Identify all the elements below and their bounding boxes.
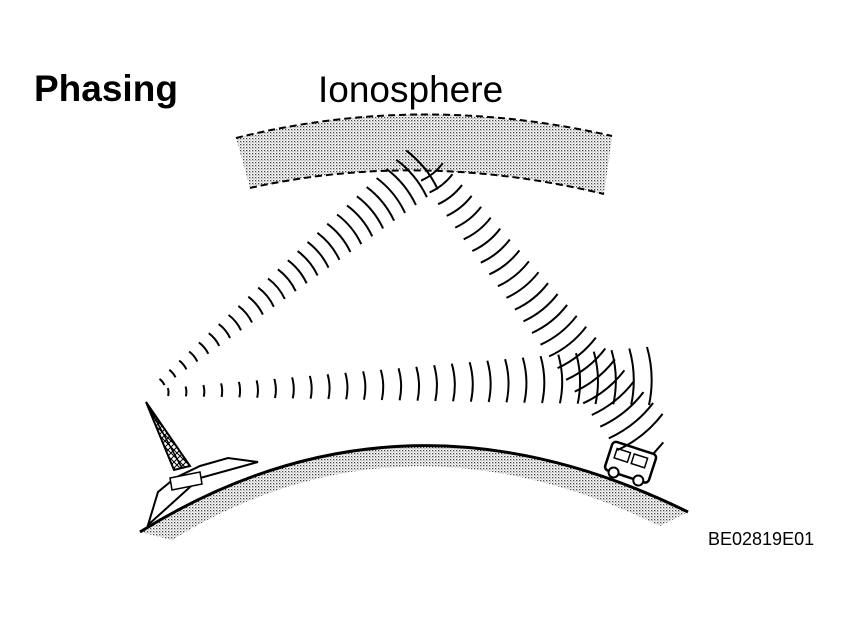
upgoing-wavefront bbox=[168, 369, 177, 378]
upgoing-wavefront bbox=[188, 350, 199, 363]
upgoing-wavefront bbox=[297, 250, 319, 276]
direct-wavefront bbox=[291, 377, 295, 399]
reflected-wavefront bbox=[505, 271, 540, 299]
reflected-wavefront bbox=[582, 369, 626, 405]
reflected-wavefront bbox=[591, 380, 635, 416]
reflected-wavefront bbox=[616, 413, 664, 452]
reflected-wavefront bbox=[514, 282, 549, 311]
reflected-wavefront bbox=[429, 173, 454, 194]
earth-outline bbox=[139, 444, 689, 534]
direct-wavefront bbox=[486, 360, 492, 403]
upgoing-wavefront bbox=[198, 341, 210, 355]
direct-wavefront bbox=[539, 355, 546, 404]
figure-code: BE02819E01 bbox=[708, 529, 815, 549]
car-icon bbox=[603, 440, 665, 487]
upgoing-wavefront bbox=[336, 213, 363, 245]
reflected-wavefront bbox=[488, 249, 521, 276]
direct-wavefront bbox=[273, 378, 277, 399]
upgoing-wavefront bbox=[218, 323, 232, 339]
reflected-wavefront bbox=[454, 206, 482, 229]
direct-wavefront bbox=[166, 387, 170, 397]
upgoing-wavefront bbox=[395, 158, 428, 198]
ionosphere-label: Ionosphere bbox=[318, 69, 504, 110]
direct-wavefront bbox=[628, 348, 635, 405]
direct-wavefront bbox=[504, 358, 510, 403]
upgoing-wavefront bbox=[356, 195, 385, 229]
upgoing-wavefront bbox=[346, 204, 374, 237]
direct-wavefront bbox=[379, 369, 385, 401]
reflected-wavefront bbox=[471, 227, 501, 252]
reflected-wavefront bbox=[531, 304, 568, 334]
reflected-wavefront bbox=[523, 293, 559, 323]
direct-wavefront bbox=[610, 349, 617, 405]
direct-wavefront bbox=[433, 364, 438, 402]
direct-wavefront bbox=[575, 352, 582, 404]
direct-wavefront bbox=[362, 371, 367, 400]
direct-wavefront bbox=[646, 346, 653, 406]
direct-wavefront bbox=[220, 383, 224, 398]
direct-wavefront bbox=[344, 372, 349, 400]
reflected-wavefront bbox=[565, 347, 607, 381]
direct-wavefront bbox=[184, 386, 188, 397]
ionosphere-lower-edge bbox=[249, 169, 605, 195]
upgoing-wavefront bbox=[376, 177, 406, 214]
upgoing-wavefront bbox=[287, 259, 308, 284]
direct-ground-wave bbox=[166, 346, 653, 406]
reflected-wavefront bbox=[437, 184, 463, 206]
direct-wavefront bbox=[308, 375, 313, 399]
upgoing-wavefront bbox=[366, 186, 396, 222]
upgoing-wavefront bbox=[316, 232, 341, 261]
upgoing-wavefront bbox=[405, 149, 439, 190]
direct-wavefront bbox=[557, 354, 564, 404]
direct-wavefront bbox=[521, 357, 528, 403]
reflected-wavefront bbox=[497, 260, 530, 288]
upgoing-wavefront bbox=[247, 295, 264, 316]
ionosphere-upper-edge bbox=[235, 113, 613, 139]
reflected-wavefront bbox=[463, 217, 492, 241]
reflected-wavefront bbox=[540, 315, 578, 346]
upgoing-wavefront bbox=[257, 286, 275, 308]
direct-wavefront bbox=[237, 381, 242, 398]
direct-wavefront bbox=[415, 366, 421, 401]
reflected-wavefront bbox=[548, 326, 587, 358]
radio-tower-icon bbox=[145, 401, 259, 529]
upgoing-wavefront bbox=[178, 359, 188, 370]
reflected-wavefront bbox=[574, 358, 616, 393]
upgoing-wavefront bbox=[306, 241, 330, 269]
reflected-wavefront bbox=[480, 238, 511, 264]
upgoing-wavefront bbox=[237, 305, 253, 323]
reflected-sky-wave bbox=[420, 162, 664, 452]
reflected-wavefront bbox=[608, 402, 654, 440]
direct-wavefront bbox=[468, 361, 474, 402]
direct-wavefront bbox=[450, 363, 456, 402]
upgoing-wavefront bbox=[227, 314, 242, 331]
diagram-title: Phasing bbox=[34, 68, 178, 109]
direct-wavefront bbox=[397, 368, 403, 401]
direct-wavefront bbox=[202, 384, 206, 397]
upgoing-wavefront bbox=[326, 222, 352, 253]
reflected-wavefront bbox=[599, 391, 645, 428]
direct-wavefront bbox=[326, 374, 331, 400]
upgoing-wavefront bbox=[208, 332, 221, 347]
upgoing-wavefront bbox=[277, 268, 297, 292]
upgoing-wavefront bbox=[158, 378, 166, 386]
upgoing-wavefront bbox=[385, 168, 417, 206]
upgoing-sky-wave bbox=[158, 149, 439, 386]
upgoing-wavefront bbox=[267, 277, 286, 300]
reflected-wavefront bbox=[446, 195, 473, 217]
reflected-wavefront bbox=[420, 162, 444, 182]
reflected-wavefront bbox=[557, 336, 597, 370]
direct-wavefront bbox=[255, 380, 259, 398]
